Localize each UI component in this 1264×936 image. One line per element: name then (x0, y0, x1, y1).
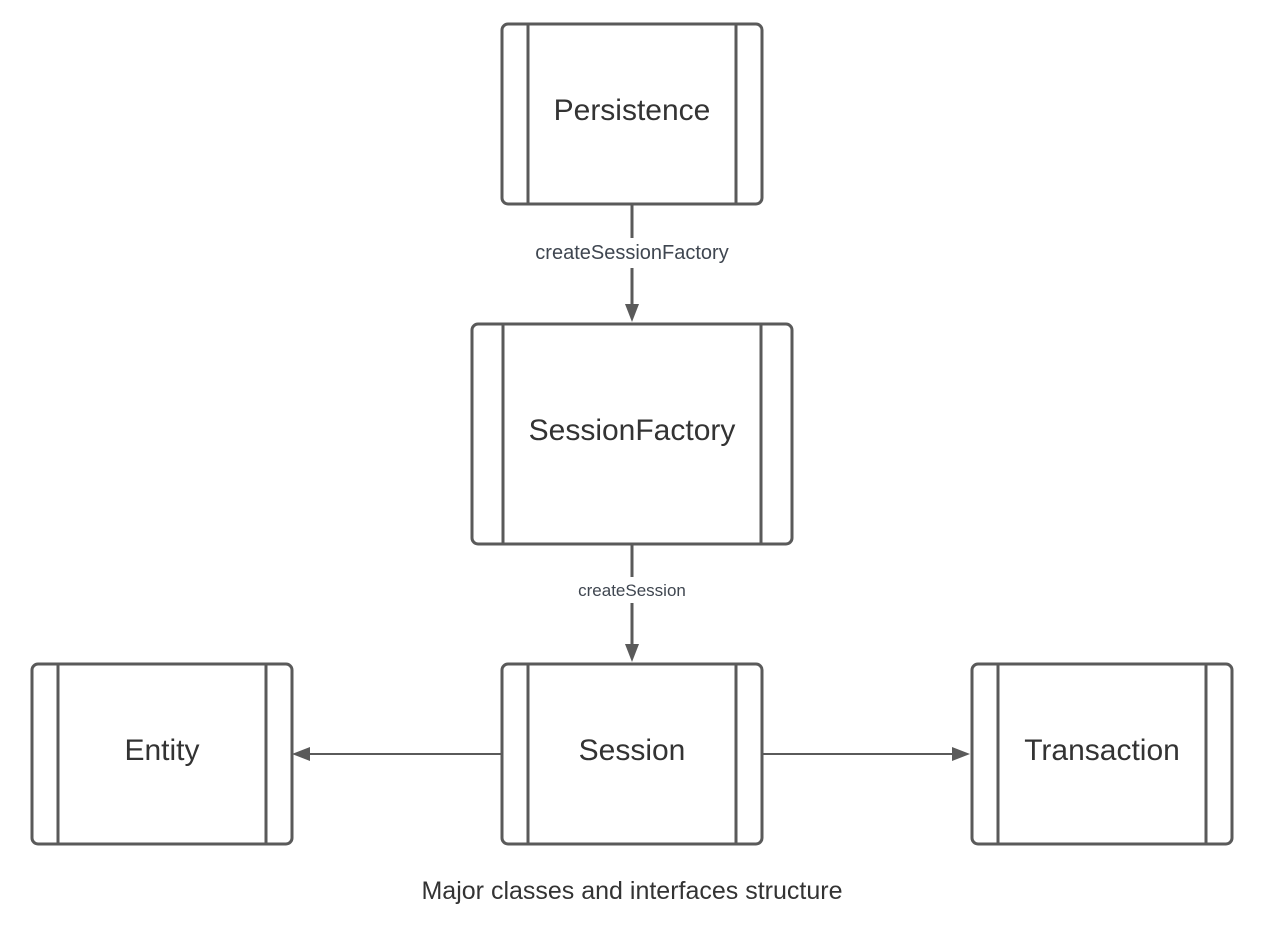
edge-label-create-session-factory: createSessionFactory (535, 242, 728, 264)
node-session: Session (500, 662, 764, 846)
edge-session-to-transaction (763, 747, 970, 761)
node-label-session-factory: SessionFactory (529, 414, 736, 447)
node-entity: Entity (30, 662, 294, 846)
edge-label-bg (572, 577, 692, 603)
node-persistence: Persistence (500, 22, 764, 206)
node-label-transaction: Transaction (1024, 734, 1180, 767)
diagram-caption: Major classes and interfaces structure (421, 877, 842, 905)
node-transaction: Transaction (970, 662, 1234, 846)
node-session-factory: SessionFactory (470, 322, 794, 546)
node-label-persistence: Persistence (554, 94, 711, 127)
edge-label-bg (520, 238, 744, 268)
edge-session-to-entity (292, 747, 501, 761)
edge-sessionfactory-to-session (625, 545, 639, 662)
node-label-entity: Entity (124, 734, 199, 767)
edge-label-create-session: createSession (578, 581, 686, 600)
node-label-session: Session (579, 734, 686, 767)
